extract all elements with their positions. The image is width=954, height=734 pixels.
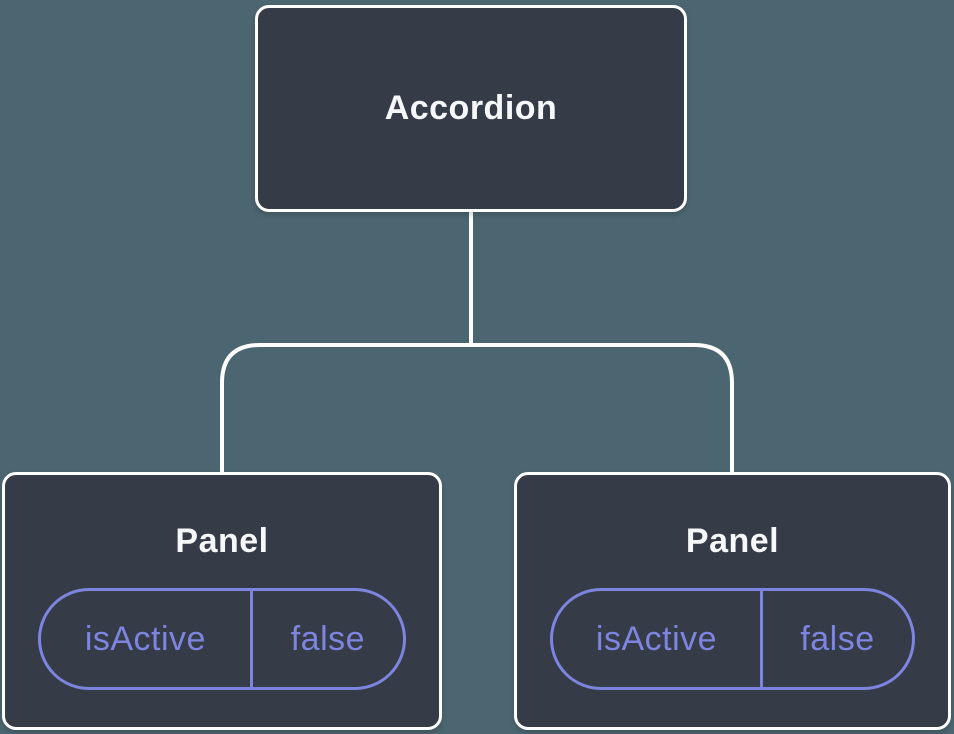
state-pill-left: isActive false bbox=[38, 588, 406, 690]
connector-branch-line bbox=[220, 343, 734, 474]
state-pill-right: isActive false bbox=[550, 588, 915, 690]
node-panel-left: Panel isActive false bbox=[2, 472, 442, 730]
state-value-label: false bbox=[800, 619, 875, 658]
node-accordion: Accordion bbox=[255, 5, 687, 212]
state-key-label: isActive bbox=[553, 591, 763, 687]
node-panel-left-label: Panel bbox=[175, 522, 269, 560]
node-panel-right-label: Panel bbox=[685, 522, 780, 560]
state-key-label: isActive bbox=[41, 591, 253, 687]
node-panel-right: Panel isActive false bbox=[514, 472, 951, 730]
node-accordion-label: Accordion bbox=[384, 89, 558, 127]
state-value-label: false bbox=[290, 619, 366, 658]
